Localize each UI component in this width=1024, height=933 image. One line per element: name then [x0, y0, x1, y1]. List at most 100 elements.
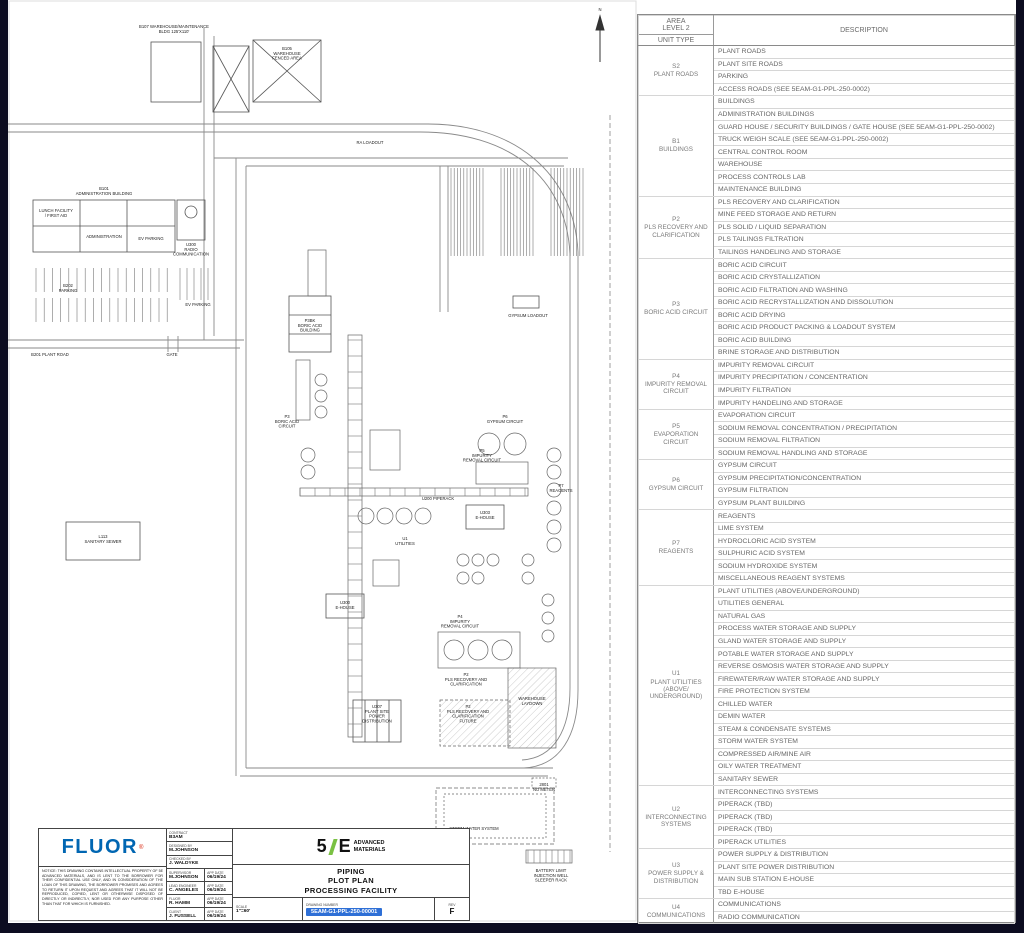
- legend-description: HYDROCLORIC ACID SYSTEM: [713, 534, 1015, 548]
- legend-description: PIPERACK UTILITIES: [713, 835, 1015, 849]
- legend-description: MISCELLANEOUS REAGENT SYSTEMS: [713, 571, 1015, 586]
- legend-description: PROCESS WATER STORAGE AND SUPPLY: [713, 622, 1015, 636]
- legend-description: PLS SOLID / LIQUID SEPARATION: [713, 220, 1015, 235]
- legend-description: PLS TAILINGS FILTRATION: [713, 233, 1015, 247]
- legend-description: INTERCONNECTING SYSTEMS: [713, 785, 1015, 799]
- legend-description: MAIN SUB STATION E-HOUSE: [713, 873, 1015, 887]
- brand-line1: ADVANCED: [353, 840, 385, 847]
- approval-role: LEAD ENGINEER: [169, 883, 197, 888]
- legend-description: STORM WATER SYSTEM: [713, 735, 1015, 749]
- drawing-number-highlight[interactable]: 5EAM-G1-PPL-250-00001: [306, 907, 383, 916]
- buildings: [32, 39, 540, 743]
- drawing-label: STORM WATER SYSTEM: [449, 826, 499, 831]
- title-block-approvals-column: CONTRACT B3AM DESIGNED BY M.JOHNSON CHEC…: [167, 829, 233, 920]
- legend-description: IMPURITY PRECIPITATION / CONCENTRATION: [713, 371, 1015, 385]
- legend-description: IMPURITY REMOVAL CIRCUIT: [713, 358, 1015, 373]
- legend-description: PLANT SITE POWER DISTRIBUTION: [713, 860, 1015, 875]
- legend-description: BUILDINGS: [713, 95, 1015, 109]
- title-block-left-column: FLUOR® NOTICE: THIS DRAWING CONTAINS INT…: [39, 829, 167, 920]
- title-line1: PIPING: [337, 866, 365, 876]
- scale-value: 1"=60': [236, 908, 251, 914]
- title-line2: PLOT PLAN: [327, 876, 375, 886]
- legend-description: CENTRAL CONTROL ROOM: [713, 145, 1015, 159]
- legend-description: PROCESS CONTROLS LAB: [713, 170, 1015, 184]
- approval-role: SUPERVISOR: [169, 870, 192, 875]
- approval-name: M.JOHNSON: [169, 874, 199, 880]
- parking-stripes-and-tank-rows: [35, 168, 584, 863]
- approval-name: J. FUSSELL: [169, 913, 197, 919]
- legend-description: UTILITIES GENERAL: [713, 597, 1015, 611]
- equipment: [295, 249, 573, 864]
- brand-e: E: [338, 836, 351, 856]
- legend-description: GYPSUM PLANT BUILDING: [713, 496, 1015, 511]
- scale-cell: SCALE 1"=60': [233, 898, 303, 920]
- legend-description: GYPSUM FILTRATION: [713, 484, 1015, 498]
- fluor-logo-cell: FLUOR®: [39, 829, 166, 867]
- checked-by-cell: CHECKED BY J. WALDYKE: [167, 856, 232, 870]
- legend-description: GYPSUM PRECIPITATION/CONCENTRATION: [713, 471, 1015, 486]
- drawing-label: B201 PLANT ROAD: [31, 352, 69, 357]
- legend-description: COMPRESSED AIR/MINE AIR: [713, 747, 1015, 762]
- brand-words: ADVANCED MATERIALS: [354, 840, 386, 853]
- app-date-label: APP DATE: [207, 909, 224, 914]
- legend-description: DEMIN WATER: [713, 710, 1015, 724]
- legend-description: PIPERACK (TBD): [713, 822, 1015, 837]
- legend-description: TAILINGS HANDELING AND STORAGE: [713, 245, 1015, 260]
- legend-description: CHILLED WATER: [713, 697, 1015, 711]
- legend-description: STEAM & CONDENSATE SYSTEMS: [713, 722, 1015, 737]
- legend-description: SODIUM HYDROXIDE SYSTEM: [713, 559, 1015, 573]
- approval-date: 06/19/24: [207, 900, 226, 906]
- title-block: FLUOR® NOTICE: THIS DRAWING CONTAINS INT…: [38, 828, 470, 921]
- legend-description: EVAPORATION CIRCUIT: [713, 408, 1015, 423]
- contract-cell: CONTRACT B3AM: [167, 829, 232, 843]
- drawing-title: PIPING PLOT PLAN PROCESSING FACILITY: [233, 865, 469, 898]
- legend-description: BORIC ACID RECRYSTALLIZATION AND DISSOLU…: [713, 295, 1015, 310]
- drawing-number-cell: DRAWING NUMBER 5EAM-G1-PPL-250-00001: [303, 898, 435, 920]
- designed-value: M.JOHNSON: [169, 848, 199, 854]
- approval-name: R. HAMM: [169, 900, 191, 906]
- title-block-bottom-row: SCALE 1"=60' DRAWING NUMBER 5EAM-G1-PPL-…: [233, 898, 469, 920]
- drawing-label: U200 PIPERACK: [422, 496, 455, 501]
- notice-text: NOTICE: THIS DRAWING CONTAINS INTELLECTU…: [42, 869, 163, 906]
- legend-description: MINE FEED STORAGE AND RETURN: [713, 208, 1015, 222]
- legend-description: BRINE STORAGE AND DISTRIBUTION: [713, 346, 1015, 360]
- legend-description: SODIUM REMOVAL CONCENTRATION / PRECIPITA…: [713, 421, 1015, 435]
- legend-description: FIREWATER/RAW WATER STORAGE AND SUPPLY: [713, 672, 1015, 686]
- legend-description: REAGENTS: [713, 509, 1015, 523]
- drawing-label: GYPSUM LOADOUT: [508, 313, 548, 318]
- contract-value: B3AM: [169, 834, 183, 840]
- legend-description: IMPURITY HANDELING AND STORAGE: [713, 396, 1015, 410]
- legend-description: SANITARY SEWER: [713, 772, 1015, 787]
- legend-description: BORIC ACID PRODUCT PACKING & LOADOUT SYS…: [713, 321, 1015, 335]
- drawing-label: LUNCH FACILITY/ FIRST AID: [39, 208, 73, 218]
- legend-description: BORIC ACID BUILDING: [713, 333, 1015, 348]
- designed-by-cell: DESIGNED BY M.JOHNSON: [167, 842, 232, 856]
- app-date-label: APP DATE: [207, 870, 224, 875]
- legend-description: MAINTENANCE BUILDING: [713, 183, 1015, 197]
